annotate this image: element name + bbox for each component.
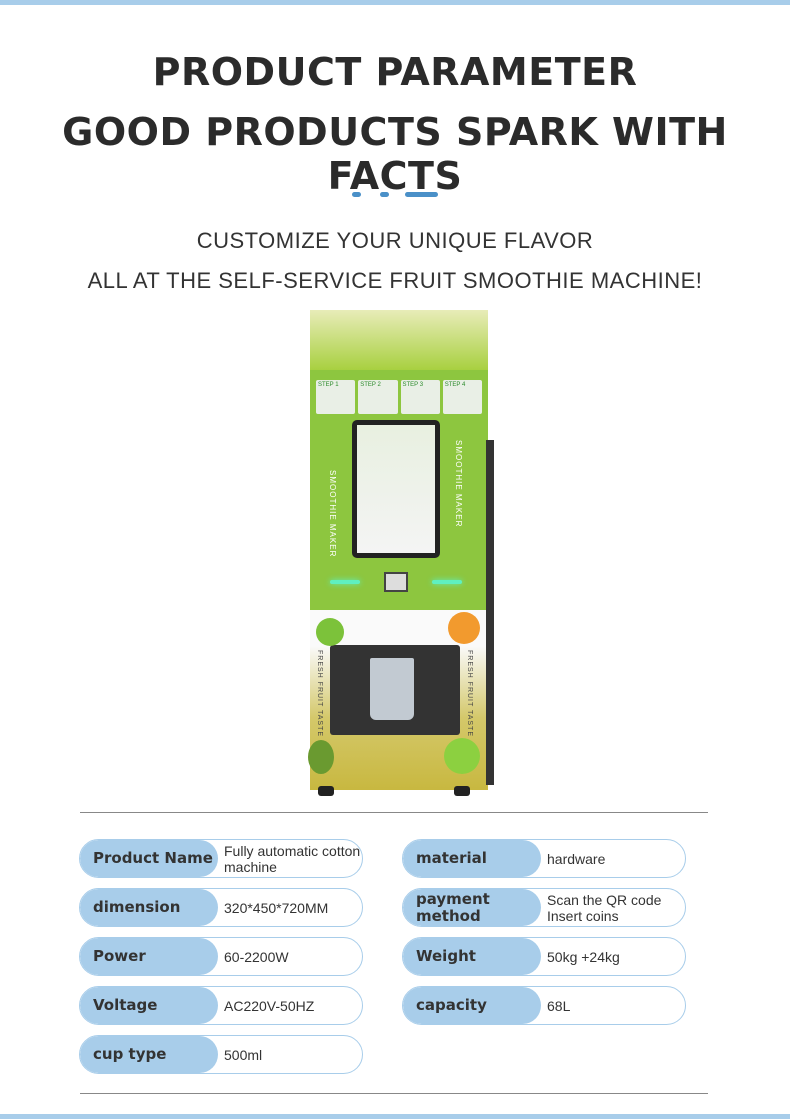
bottom-accent-bar <box>0 1114 790 1119</box>
param-row-cup-type: cup type 500ml <box>79 1035 363 1074</box>
param-row-voltage: Voltage AC220V-50HZ <box>79 986 363 1025</box>
divider <box>80 1093 708 1094</box>
param-value: 320*450*720MM <box>224 899 329 916</box>
step-card: STEP 2 <box>358 380 398 414</box>
product-image: STEP 1 STEP 2 STEP 3 STEP 4 SMOOTHIE MAK… <box>308 300 494 796</box>
machine-side-text: FRESH FRUIT TASTE <box>316 650 323 738</box>
tagline-2: ALL AT THE SELF-SERVICE FRUIT SMOOTHIE M… <box>87 268 703 293</box>
orange-image <box>448 612 480 644</box>
param-row-power: Power 60-2200W <box>79 937 363 976</box>
machine-side-panel <box>486 440 494 785</box>
card-reader <box>384 572 408 592</box>
led-light <box>330 580 360 584</box>
machine-side-text: SMOOTHIE MAKER <box>454 440 463 528</box>
param-value: 500ml <box>224 1046 263 1063</box>
param-label: Product Name <box>80 840 218 877</box>
param-value: AC220V-50HZ <box>224 997 315 1014</box>
param-value: 60-2200W <box>224 948 289 965</box>
avocado-image <box>308 740 334 774</box>
param-label: capacity <box>403 987 541 1024</box>
param-value: hardware <box>547 850 606 867</box>
decorative-dash <box>405 192 438 197</box>
step-card: STEP 3 <box>400 380 440 414</box>
machine-side-text: FRESH FRUIT TASTE <box>466 650 473 738</box>
param-value: Scan the QR code Insert coins <box>547 891 662 924</box>
param-row-dimension: dimension 320*450*720MM <box>79 888 363 927</box>
lime-image <box>444 738 480 774</box>
param-value: Fully automatic cotton machine <box>224 842 361 875</box>
tagline-1: CUSTOMIZE YOUR UNIQUE FLAVOR <box>196 228 594 253</box>
param-label: cup type <box>80 1036 218 1073</box>
param-label: payment method <box>403 889 541 926</box>
lime-image <box>316 618 344 646</box>
param-label: Voltage <box>80 987 218 1024</box>
param-row-material: material hardware <box>402 839 686 878</box>
param-label: Power <box>80 938 218 975</box>
page-title: PRODUCT PARAMETER <box>152 50 638 94</box>
param-row-capacity: capacity 68L <box>402 986 686 1025</box>
param-label: Weight <box>403 938 541 975</box>
cup <box>370 658 414 720</box>
machine-top-banner <box>310 310 488 370</box>
param-value: 68L <box>547 997 571 1014</box>
param-label: material <box>403 840 541 877</box>
led-light <box>432 580 462 584</box>
machine-steps: STEP 1 STEP 2 STEP 3 STEP 4 <box>316 380 482 414</box>
divider <box>80 812 708 813</box>
step-card: STEP 4 <box>442 380 482 414</box>
machine-side-text: SMOOTHIE MAKER <box>328 470 337 558</box>
param-row-weight: Weight 50kg +24kg <box>402 937 686 976</box>
page-subtitle-heading: GOOD PRODUCTS SPARK WITH FACTS <box>62 110 728 198</box>
param-label: dimension <box>80 889 218 926</box>
step-card: STEP 1 <box>316 380 356 414</box>
decorative-dot <box>352 192 361 197</box>
param-value: 50kg +24kg <box>547 948 620 965</box>
top-accent-bar <box>0 0 790 5</box>
machine-screen <box>352 420 440 558</box>
machine-foot <box>318 786 334 796</box>
decorative-dot <box>380 192 389 197</box>
machine-foot <box>454 786 470 796</box>
